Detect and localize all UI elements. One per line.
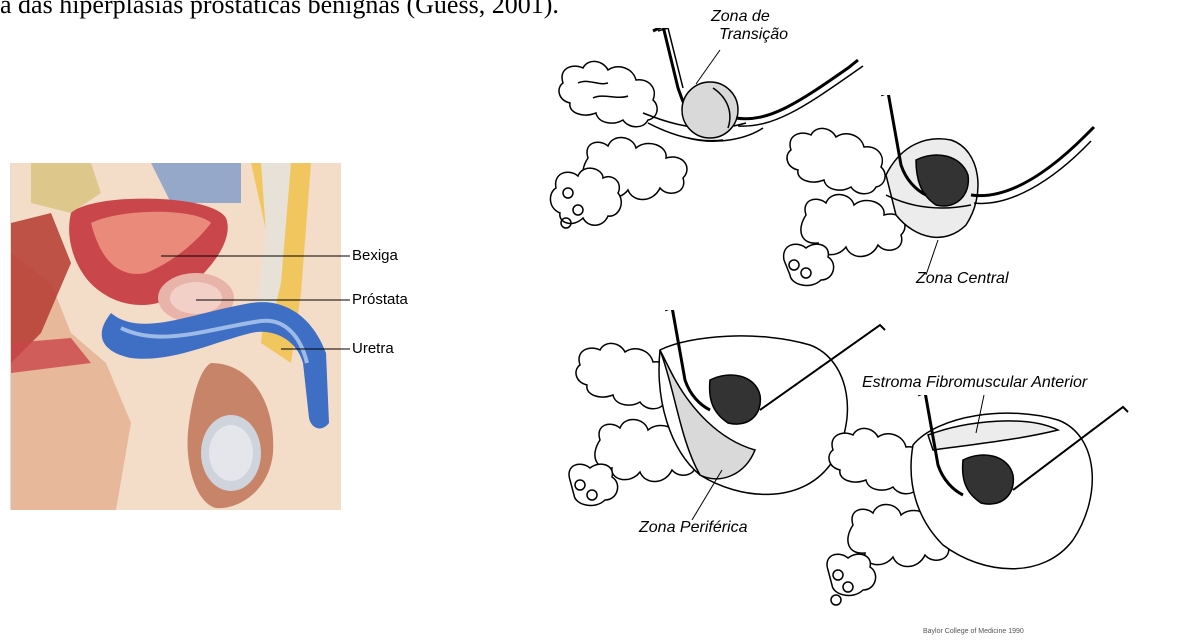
label-zona-transicao-line1: Zona de	[711, 8, 770, 26]
diagram-stroma	[818, 395, 1138, 635]
label-prostata: Próstata	[352, 291, 408, 308]
label-estroma-fibromuscular: Estroma Fibromuscular Anterior	[862, 374, 1087, 392]
label-zona-periferica: Zona Periférica	[639, 519, 748, 537]
page-text-fragment: a das hiperplasias prostáticas benignas …	[0, 0, 559, 20]
leader-lines	[340, 250, 350, 360]
diagram-central-zone	[776, 95, 1106, 295]
label-zona-transicao-line2: Transição	[719, 26, 788, 44]
image-credit: Baylor College of Medicine 1990	[923, 628, 1024, 635]
label-bexiga: Bexiga	[352, 247, 398, 264]
label-uretra: Uretra	[352, 340, 394, 357]
label-zona-central: Zona Central	[916, 270, 1009, 288]
anatomy-illustration	[10, 163, 341, 510]
